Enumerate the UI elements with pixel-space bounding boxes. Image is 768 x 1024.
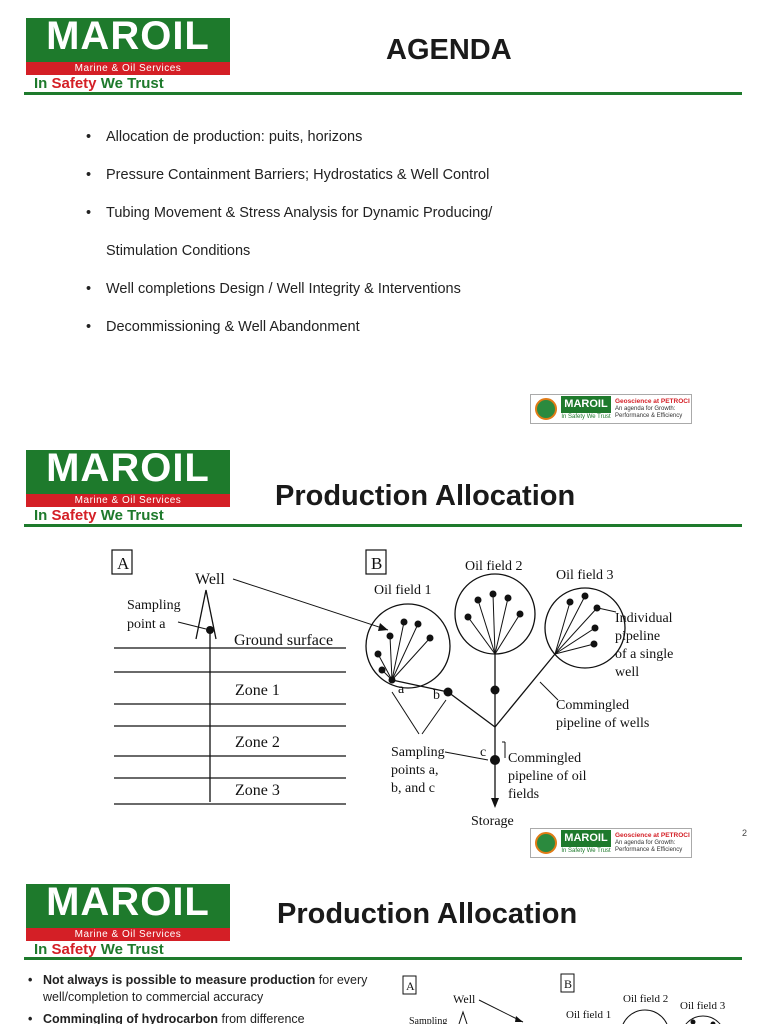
commingled-fields-label: Commingled xyxy=(508,751,581,766)
mini-maroil-logo: MAROIL In Safety We Trust xyxy=(561,830,611,854)
sampling-a-label: point a xyxy=(127,617,166,632)
ground-surface-label: Ground surface xyxy=(234,632,333,649)
commingled-wells-label: Commingled xyxy=(556,698,629,713)
slide-production-allocation: MAROIL Marine & Oil Services In Safety W… xyxy=(0,432,768,864)
svg-text:Well: Well xyxy=(453,992,476,1006)
logo-word: MAROIL xyxy=(46,18,210,58)
page-title: Production Allocation xyxy=(275,480,576,512)
logo-tagline: In Safety We Trust xyxy=(34,75,164,92)
sampling-a-label: Sampling xyxy=(127,598,181,613)
sampling-point-b xyxy=(443,687,453,697)
panel-a-label: A xyxy=(117,554,130,573)
logo-subtitle: Marine & Oil Services xyxy=(26,494,230,507)
svg-text:Sampling: Sampling xyxy=(409,1016,447,1024)
svg-text:points a,: points a, xyxy=(391,763,438,778)
well-label: Well xyxy=(195,571,225,588)
list-item: •Pressure Containment Barriers; Hydrosta… xyxy=(86,167,490,183)
svg-text:a: a xyxy=(398,682,405,697)
oil-field-3 xyxy=(544,587,626,669)
svg-text:Oil field 3: Oil field 3 xyxy=(680,1000,726,1012)
individual-pipeline-label: Individual xyxy=(615,611,673,626)
logo-word: MAROIL xyxy=(46,884,210,924)
production-allocation-diagram-small: A Well Sampling B Oil field 1 Oil field … xyxy=(402,973,726,1024)
panel-b-box xyxy=(365,549,387,575)
oil-field-1 xyxy=(365,603,451,689)
logo-word: MAROIL xyxy=(46,450,210,490)
svg-text:c: c xyxy=(480,745,486,760)
oil-field-1-label: Oil field 1 xyxy=(374,583,432,598)
list-item: •Allocation de production: puits, horizo… xyxy=(86,129,363,145)
panel-b-label: B xyxy=(371,554,382,573)
list-item: •Decommissioning & Well Abandonment xyxy=(86,319,360,335)
list-item: •Tubing Movement & Stress Analysis for D… xyxy=(86,205,493,259)
slide3-list: •Not always is possible to measure produ… xyxy=(28,972,378,1024)
list-item: •Not always is possible to measure produ… xyxy=(28,973,368,1004)
logo-subtitle: Marine & Oil Services xyxy=(26,62,230,75)
svg-text:well: well xyxy=(615,665,639,680)
list-item: •Commingling of hydrocarbon from differe… xyxy=(28,1012,305,1024)
slide-production-allocation-2: MAROIL Marine & Oil Services In Safety W… xyxy=(0,864,768,1024)
title-rule xyxy=(24,957,742,960)
sampling-point-a xyxy=(206,626,214,634)
title-rule xyxy=(24,524,742,527)
list-item: •Well completions Design / Well Integrit… xyxy=(86,281,461,297)
logo-tagline: In Safety We Trust xyxy=(34,941,164,958)
sampling-abc-label: Sampling xyxy=(391,745,445,760)
svg-text:of a single: of a single xyxy=(615,647,673,662)
svg-text:A: A xyxy=(406,979,415,993)
svg-text:Oil field 1: Oil field 1 xyxy=(566,1009,611,1021)
page-title: AGENDA xyxy=(386,34,512,66)
svg-text:B: B xyxy=(564,977,572,991)
footer-logos: MAROIL In Safety We Trust Geoscience at … xyxy=(530,828,692,858)
zone-3-label: Zone 3 xyxy=(235,782,280,799)
svg-text:pipeline: pipeline xyxy=(615,629,660,644)
zone-2-label: Zone 2 xyxy=(235,734,280,751)
oil-field-3-label: Oil field 3 xyxy=(556,568,614,583)
title-rule xyxy=(24,92,742,95)
page-number: 2 xyxy=(742,828,748,838)
footer-logos: MAROIL In Safety We Trust Geoscience at … xyxy=(530,394,692,424)
storage-label: Storage xyxy=(471,814,514,829)
agenda-list: •Allocation de production: puits, horizo… xyxy=(86,128,686,337)
svg-text:Oil field 2: Oil field 2 xyxy=(623,993,668,1005)
oil-field-2-label: Oil field 2 xyxy=(465,559,523,574)
petroci-logo xyxy=(531,829,561,857)
logo-tagline: In Safety We Trust xyxy=(34,507,164,524)
svg-text:b: b xyxy=(433,688,440,703)
svg-text:fields: fields xyxy=(508,787,539,802)
page-title: Production Allocation xyxy=(277,898,578,930)
maroil-logo: MAROIL Marine & Oil Services In Safety W… xyxy=(26,18,230,92)
svg-text:b, and c: b, and c xyxy=(391,781,435,796)
maroil-logo: MAROIL Marine & Oil Services In Safety W… xyxy=(26,884,230,958)
slide-agenda: MAROIL Marine & Oil Services In Safety W… xyxy=(0,0,768,432)
petroci-logo xyxy=(531,395,561,423)
sampling-point-c xyxy=(490,755,500,765)
svg-text:pipeline of wells: pipeline of wells xyxy=(556,716,649,731)
maroil-logo: MAROIL Marine & Oil Services In Safety W… xyxy=(26,450,230,524)
panel-a-box xyxy=(111,549,133,575)
production-allocation-diagram: A Well Sampling point a Ground surface Z… xyxy=(111,549,673,829)
logo-subtitle: Marine & Oil Services xyxy=(26,928,230,941)
zone-1-label: Zone 1 xyxy=(235,682,280,699)
mini-maroil-logo: MAROIL In Safety We Trust xyxy=(561,396,611,420)
svg-text:pipeline of oil: pipeline of oil xyxy=(508,769,587,784)
